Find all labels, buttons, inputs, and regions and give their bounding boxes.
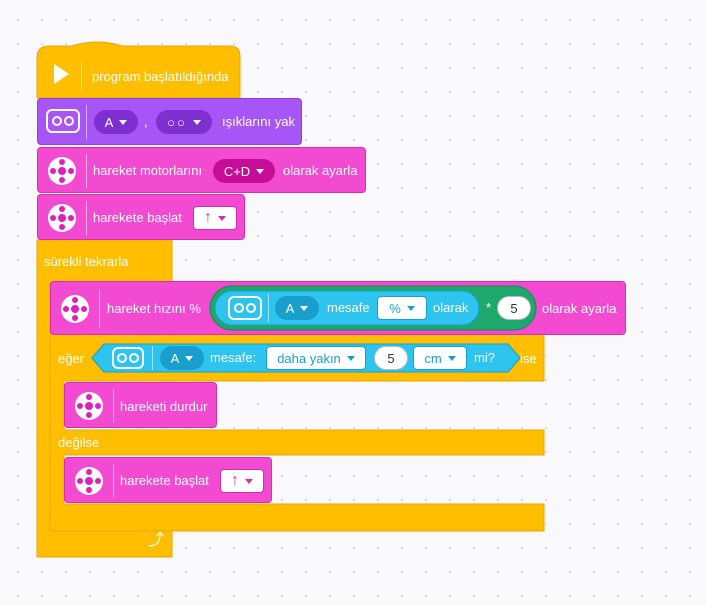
start-block[interactable]: program başlatıldığında (37, 56, 240, 98)
distance-unit-value: cm (424, 350, 442, 366)
then-label: ise (520, 351, 537, 366)
speed-sensor-port-value: A (285, 300, 295, 316)
arrow-up-icon: ↑ (231, 472, 239, 489)
comparison-dropdown[interactable]: daha yakın (266, 346, 366, 370)
if-else-block-shape[interactable] (49, 333, 545, 532)
start-moving-label: harekete başlat (93, 210, 182, 225)
loop-arrow-icon: ⤴ (148, 532, 165, 549)
chevron-down-icon (346, 355, 355, 361)
multiplier-input[interactable]: 5 (497, 296, 531, 320)
stop-moving-block[interactable]: hareketi durdur (64, 382, 217, 428)
motors-value: C+D (223, 163, 251, 179)
light-pattern-value: ○○ (167, 114, 187, 130)
comma: , (144, 114, 148, 129)
unit-dropdown[interactable]: % (377, 296, 427, 320)
distance-value-input[interactable]: 5 (374, 346, 408, 370)
distance-unit-dropdown[interactable]: cm (413, 346, 467, 370)
if-sensor-port-dropdown[interactable]: A (160, 346, 204, 370)
direction-dropdown[interactable]: ↑ (193, 206, 237, 230)
stop-moving-label: hareketi durdur (120, 399, 208, 414)
if-label: eğer (58, 351, 85, 366)
set-motors-block[interactable]: hareket motorlarını C+D olarak ayarla (37, 147, 366, 193)
distance-value: 5 (387, 350, 395, 366)
direction-dropdown-2[interactable]: ↑ (220, 469, 264, 493)
chevron-down-icon (406, 305, 415, 311)
motor-icon (48, 204, 76, 232)
divider (81, 62, 82, 90)
motor-icon (61, 295, 89, 323)
chevron-down-icon (256, 168, 265, 174)
play-icon (54, 64, 69, 84)
multiply-operator: * (486, 300, 492, 315)
port-dropdown[interactable]: A (94, 110, 138, 134)
distance-sensor-icon (228, 296, 262, 320)
set-motors-suffix: olarak ayarla (283, 163, 358, 178)
start-hat-shape[interactable] (36, 41, 241, 99)
sensor-lights-icon (46, 109, 80, 133)
motor-icon (75, 392, 103, 420)
multiplier-value: 5 (510, 300, 518, 316)
motors-dropdown[interactable]: C+D (213, 159, 275, 183)
arrow-up-icon: ↑ (204, 209, 212, 226)
set-speed-prefix: hareket hızını % (107, 301, 201, 316)
port-value: A (104, 114, 114, 130)
lights-block[interactable]: A , ○○ ışıklarını yak (37, 98, 302, 145)
else-label: değilse (58, 435, 100, 450)
set-speed-suffix: olarak ayarla (542, 301, 617, 316)
forever-label: sürekli tekrarla (44, 254, 129, 269)
if-sensor-port-value: A (170, 350, 180, 366)
speed-sensor-port-dropdown[interactable]: A (275, 296, 319, 320)
unit-value: % (389, 300, 401, 316)
set-motors-prefix: hareket motorlarını (93, 163, 203, 178)
chevron-down-icon (447, 355, 456, 361)
if-sensor-label: mesafe: (210, 350, 257, 365)
start-moving-block[interactable]: harekete başlat ↑ (37, 194, 245, 240)
condition-sensor-icon (112, 347, 144, 369)
chevron-down-icon (218, 215, 226, 221)
start-moving-label-2: harekete başlat (120, 473, 209, 488)
chevron-down-icon (119, 119, 128, 125)
speed-sensor-label: mesafe (327, 300, 370, 315)
chevron-down-icon (300, 305, 309, 311)
chevron-down-icon (245, 478, 253, 484)
light-pattern-dropdown[interactable]: ○○ (156, 110, 212, 134)
as-label: olarak (433, 300, 469, 315)
question-label: mi? (474, 350, 495, 365)
chevron-down-icon (185, 355, 194, 361)
lights-label: ışıklarını yak (222, 114, 295, 129)
start-moving-block-2[interactable]: harekete başlat ↑ (64, 457, 272, 503)
motor-icon (48, 157, 76, 185)
motor-icon (75, 467, 103, 495)
comparison-value: daha yakın (277, 350, 341, 366)
start-label: program başlatıldığında (92, 69, 229, 84)
chevron-down-icon (192, 119, 201, 125)
